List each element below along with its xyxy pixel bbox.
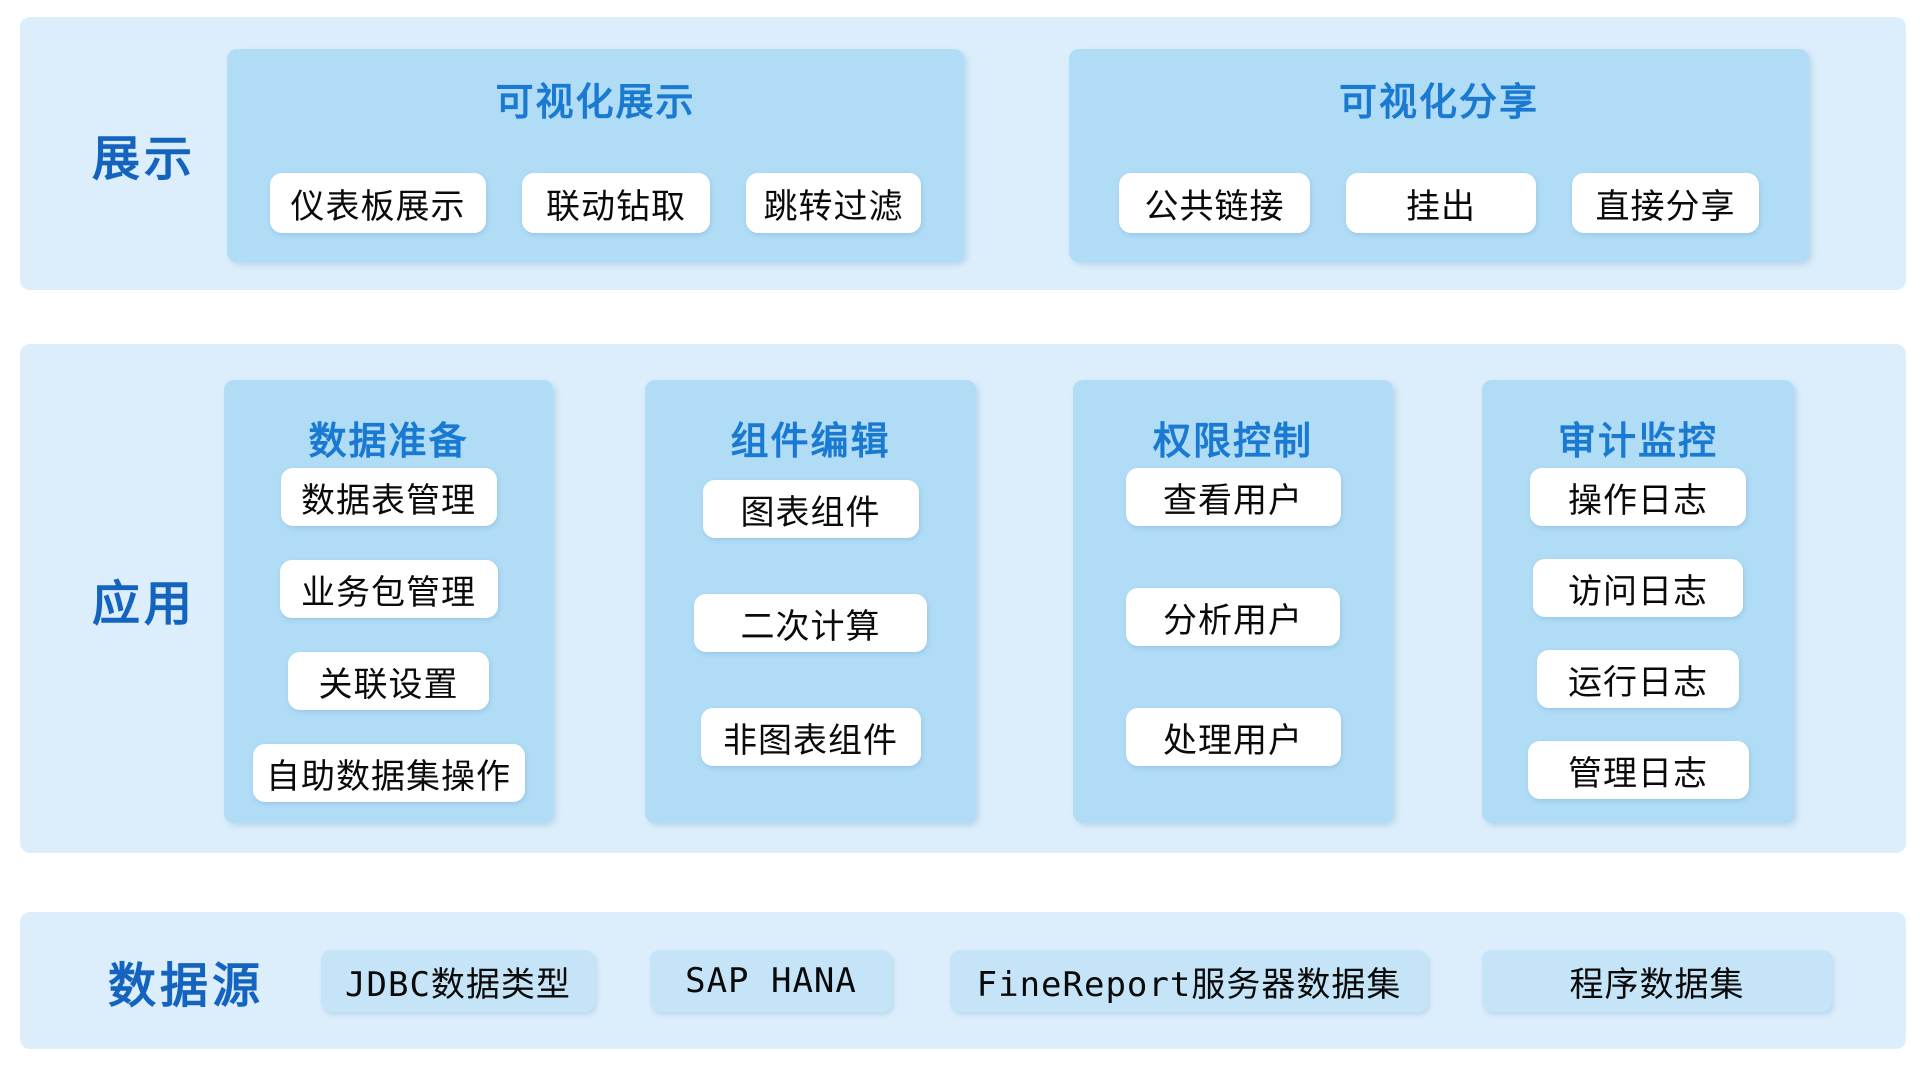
group-visualization-share: 可视化分享 公共链接 挂出 直接分享 (1069, 49, 1809, 262)
group-audit-monitoring: 审计监控 操作日志 访问日志 运行日志 管理日志 (1482, 380, 1794, 823)
feature-item: 数据表管理 (280, 468, 497, 526)
layer-application: 应用 数据准备 数据表管理 业务包管理 关联设置 自助数据集操作 组件编辑 图表… (20, 344, 1906, 853)
feature-item: 分析用户 (1126, 588, 1340, 646)
feature-item: 访问日志 (1533, 559, 1743, 617)
group-title: 数据准备 (308, 421, 469, 463)
feature-item: 公共链接 (1119, 173, 1310, 233)
layer-display-label: 展示 (92, 132, 197, 186)
group-title: 权限控制 (1152, 421, 1313, 463)
group-title: 组件编辑 (730, 421, 891, 463)
button-stack: 查看用户 分析用户 处理用户 (1073, 468, 1393, 766)
feature-item: 仪表板展示 (270, 173, 486, 233)
feature-item: 自助数据集操作 (252, 744, 525, 802)
feature-item: 非图表组件 (700, 708, 921, 766)
datasource-item-finereport: FineReport服务器数据集 (950, 950, 1428, 1012)
button-stack: 操作日志 访问日志 运行日志 管理日志 (1482, 468, 1794, 799)
button-row: 公共链接 挂出 直接分享 (1069, 173, 1809, 233)
group-title: 可视化展示 (495, 82, 696, 124)
feature-item: 运行日志 (1537, 650, 1739, 708)
button-row: 仪表板展示 联动钻取 跳转过滤 (227, 173, 964, 233)
datasource-item-sap-hana: SAP HANA (650, 950, 892, 1012)
button-stack: 数据表管理 业务包管理 关联设置 自助数据集操作 (224, 468, 553, 802)
feature-item: 关联设置 (288, 652, 489, 710)
layer-display: 展示 可视化展示 仪表板展示 联动钻取 跳转过滤 可视化分享 公共链接 挂出 直… (20, 17, 1906, 290)
feature-item: 管理日志 (1527, 741, 1749, 799)
group-title: 审计监控 (1557, 421, 1718, 463)
feature-item: 业务包管理 (279, 560, 498, 618)
datasource-item-program: 程序数据集 (1482, 950, 1832, 1012)
button-stack: 图表组件 二次计算 非图表组件 (645, 480, 976, 766)
feature-item: 处理用户 (1125, 708, 1341, 766)
group-component-editing: 组件编辑 图表组件 二次计算 非图表组件 (645, 380, 976, 823)
feature-item: 二次计算 (694, 594, 927, 652)
layer-datasource-label: 数据源 (108, 959, 265, 1013)
group-permission-control: 权限控制 查看用户 分析用户 处理用户 (1073, 380, 1393, 823)
feature-item: 图表组件 (702, 480, 919, 538)
layer-datasource: 数据源 JDBC数据类型 SAP HANA FineReport服务器数据集 程… (20, 912, 1906, 1049)
feature-item: 直接分享 (1572, 173, 1759, 233)
group-data-preparation: 数据准备 数据表管理 业务包管理 关联设置 自助数据集操作 (224, 380, 553, 823)
feature-item: 操作日志 (1530, 468, 1746, 526)
feature-item: 挂出 (1346, 173, 1536, 233)
datasource-item-jdbc: JDBC数据类型 (321, 950, 595, 1012)
feature-item: 联动钻取 (522, 173, 710, 233)
group-visualization-display: 可视化展示 仪表板展示 联动钻取 跳转过滤 (227, 49, 964, 262)
layer-application-label: 应用 (92, 577, 197, 631)
feature-item: 跳转过滤 (746, 173, 921, 233)
feature-item: 查看用户 (1125, 468, 1341, 526)
group-title: 可视化分享 (1338, 82, 1539, 124)
